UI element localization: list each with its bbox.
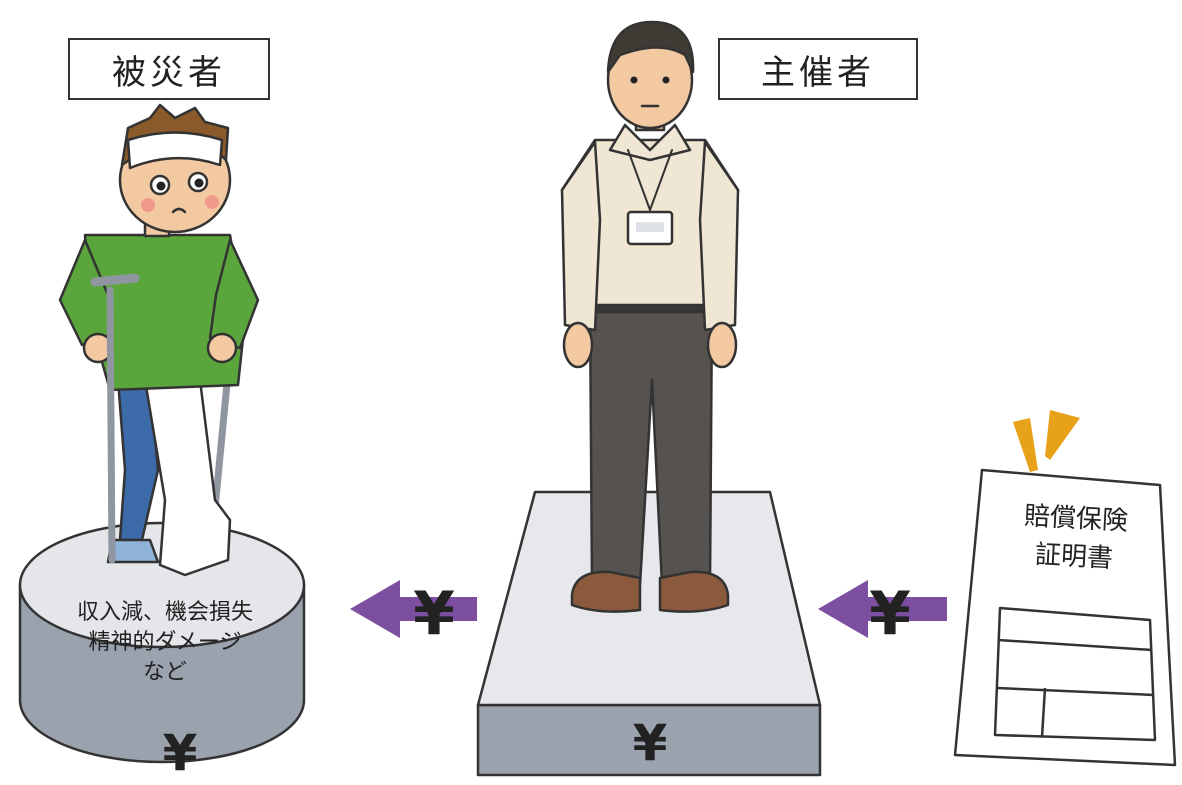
arrow-right [818,580,947,638]
victim-losses-line2: 精神的ダメージ [88,630,242,655]
victim-figure [58,103,260,577]
yen-symbol-arrow-left: ¥ [413,579,455,649]
organizer-label-text: 主催者 [761,52,875,93]
victim-losses-line1: 収入減、機会損失 [76,600,253,625]
arrow-left [350,580,477,638]
organizer-figure [560,20,740,613]
victim-label: 被災者 [68,38,270,100]
victim-losses-line3: など [142,660,187,685]
victim-label-text: 被災者 [112,52,226,93]
yen-symbol-arrow-right: ¥ [869,579,911,649]
insurance-certificate [953,468,1177,767]
organizer-platform [476,490,822,777]
certificate-title: 賠償保険 証明書 [988,496,1162,581]
organizer-label: 主催者 [718,38,918,100]
victim-losses: 収入減、機会損失 精神的ダメージ など [40,598,290,688]
yen-symbol-organizer-platform: ¥ [633,714,668,772]
alert-marks [1013,410,1080,472]
yen-symbol-victim-pedestal: ¥ [163,724,198,782]
